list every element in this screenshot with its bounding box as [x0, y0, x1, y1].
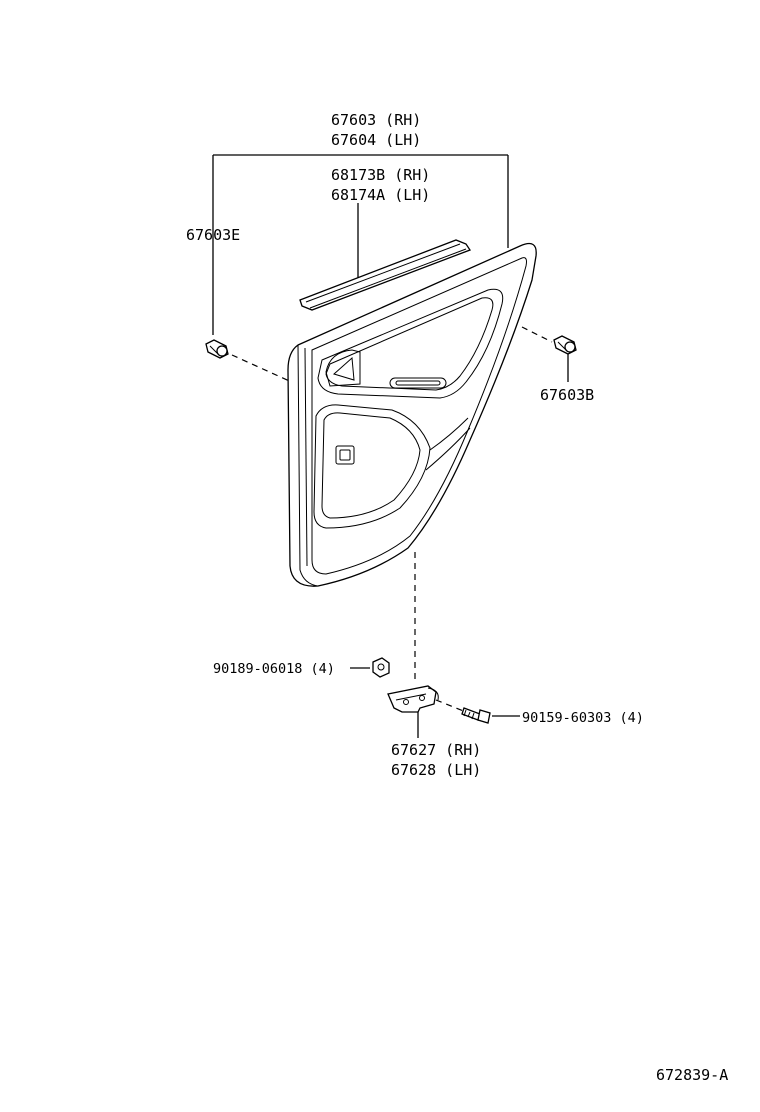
trim-clip-left-part — [205, 339, 229, 359]
label-weatherstrip-lh: 68174A (LH) — [331, 186, 430, 204]
label-weatherstrip-rh: 68173B (RH) — [331, 166, 430, 184]
figure-id: 672839-A — [656, 1066, 728, 1084]
label-panel-lh: 67604 (LH) — [331, 131, 421, 149]
label-nut: 90189-06018 (4) — [213, 661, 335, 677]
label-clip-right: 67603B — [540, 386, 594, 404]
label-bracket-rh: 67627 (RH) — [391, 741, 481, 759]
callout-labels: 67603 (RH) 67604 (LH) 68173B (RH) 68174A… — [186, 111, 728, 1084]
door-trim-panel — [287, 242, 537, 587]
bracket-part — [387, 685, 439, 713]
weatherstrip-part — [299, 239, 471, 311]
assembly-lines — [231, 326, 553, 713]
leader-lines — [212, 154, 569, 738]
label-clip-left: 67603E — [186, 226, 240, 244]
trim-clip-right-part — [553, 335, 577, 355]
label-panel-rh: 67603 (RH) — [331, 111, 421, 129]
label-screw: 90159-60303 (4) — [522, 710, 644, 726]
nut-part — [372, 657, 390, 678]
label-bracket-lh: 67628 (LH) — [391, 761, 481, 779]
screw-part — [461, 707, 491, 724]
